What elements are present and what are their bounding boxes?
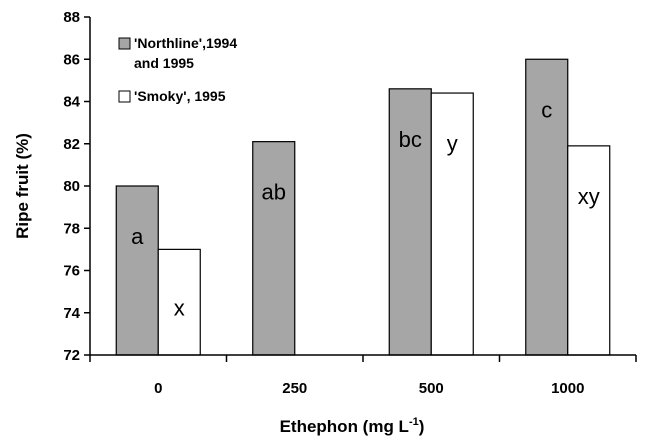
bars-layer (115, 58, 611, 356)
bar-label: c (541, 97, 552, 122)
x-axis-title-superscript: -1 (409, 416, 419, 428)
bar-series-0-250 (252, 141, 296, 356)
x-tick-label: 1000 (551, 380, 584, 397)
legend-swatch-smoky (118, 90, 131, 103)
x-axis-title: Ethephon (mg L-1) (280, 416, 425, 436)
legend-label-northline-line2: and 1995 (134, 55, 194, 71)
legend-label-smoky: 'Smoky', 1995 (134, 88, 226, 104)
x-tick-label: 500 (419, 380, 444, 397)
y-tick-label: 80 (63, 178, 80, 195)
y-ticks-layer: 72 74 76 78 80 82 84 86 88 (63, 9, 90, 364)
x-ticks-layer: 0 250 500 1000 (89, 355, 637, 397)
x-axis-title-main: Ethephon (mg L (280, 417, 409, 436)
x-tick-label: 250 (282, 380, 307, 397)
y-axis-title: Ripe fruit (%) (13, 133, 32, 239)
bar-label: bc (399, 127, 422, 152)
y-tick-label: 74 (63, 305, 80, 322)
bar-series-0-1000 (525, 58, 569, 356)
bar-label: ab (262, 180, 286, 205)
bar-label: y (447, 131, 458, 156)
y-tick-label: 72 (63, 347, 80, 364)
bar-series-1-1000 (567, 145, 611, 356)
x-axis-title-end: ) (419, 417, 425, 436)
bar-label: a (131, 224, 144, 249)
y-tick-label: 76 (63, 263, 80, 280)
y-tick-label: 78 (63, 220, 80, 237)
legend-label-northline-line1: 'Northline',1994 (134, 35, 237, 51)
legend-swatch-northline (118, 37, 131, 50)
x-tick-label: 0 (154, 380, 162, 397)
bar-series-1-0 (157, 248, 201, 356)
y-tick-label: 82 (63, 136, 80, 153)
bar-series-0-0 (115, 185, 159, 356)
y-tick-label: 88 (63, 9, 80, 26)
y-tick-label: 86 (63, 51, 80, 68)
bar-label: xy (578, 184, 600, 209)
bar-label: x (174, 295, 185, 320)
y-tick-label: 84 (63, 94, 80, 111)
legend: 'Northline',1994 and 1995 'Smoky', 1995 (118, 35, 237, 104)
